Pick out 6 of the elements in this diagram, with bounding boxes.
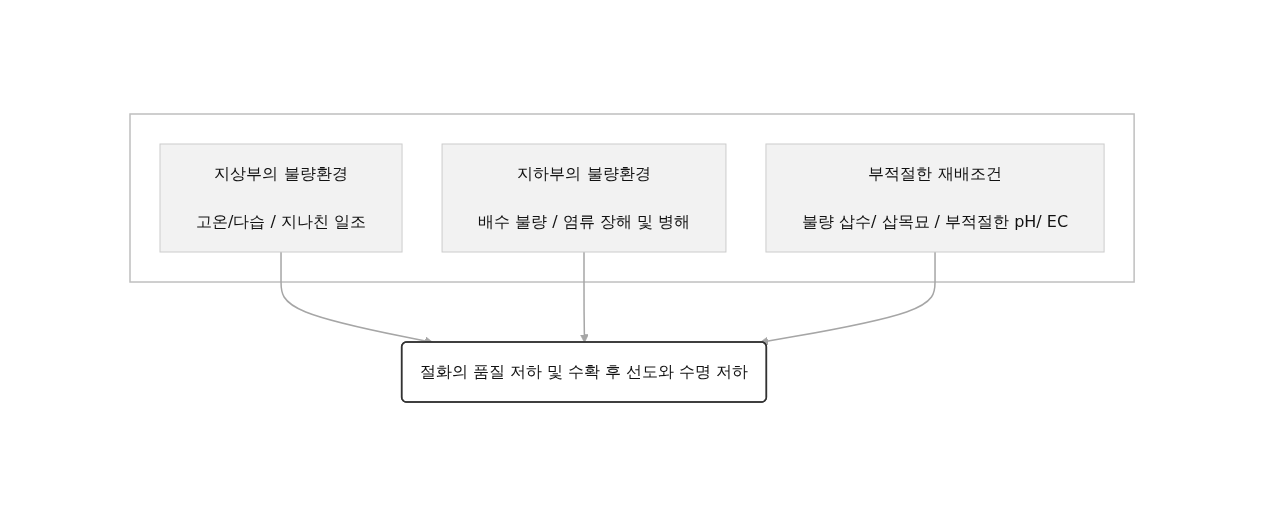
arrow xyxy=(580,251,590,343)
node-box: 부적절한 재배조건 불량 삽수/ 삽목묘 / 부적절한 pH/ EC xyxy=(765,143,1106,253)
node-box: 지하부의 불량환경 배수 불량 / 염류 장해 및 병해 xyxy=(442,143,727,253)
arrow xyxy=(760,251,937,346)
node-box: 지상부의 불량환경 고온/다습 / 지나친 일조 xyxy=(159,143,403,253)
cluster xyxy=(129,113,1136,283)
